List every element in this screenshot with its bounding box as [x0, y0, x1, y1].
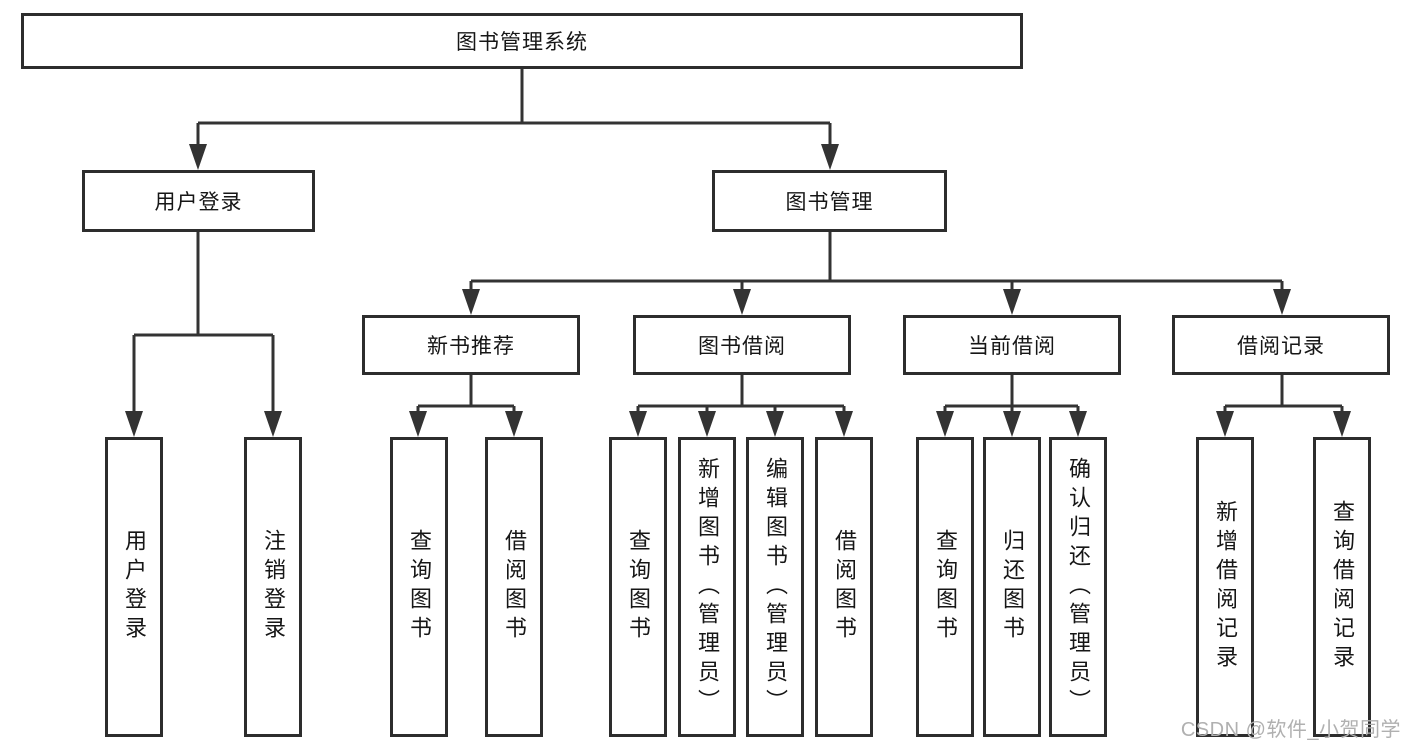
leaf-query-books-current: 查询图书: [916, 437, 974, 737]
node-new-book-recommendation: 新书推荐: [362, 315, 580, 375]
leaf-borrow-books-recommend: 借阅图书: [485, 437, 543, 737]
node-book-borrowing: 图书借阅: [633, 315, 851, 375]
leaf-return-book: 归还图书: [983, 437, 1041, 737]
leaf-borrow-books: 借阅图书: [815, 437, 873, 737]
leaf-add-book-admin: 新增图书（管理员）: [678, 437, 736, 737]
leaf-query-borrow-record: 查询借阅记录: [1313, 437, 1371, 737]
leaf-user-login: 用户登录: [105, 437, 163, 737]
leaf-edit-book-admin: 编辑图书（管理员）: [746, 437, 804, 737]
leaf-logout: 注销登录: [244, 437, 302, 737]
node-library-management-system: 图书管理系统: [21, 13, 1023, 69]
leaf-query-books-borrow: 查询图书: [609, 437, 667, 737]
csdn-watermark: CSDN @软件_小贺同学: [1180, 719, 1401, 741]
node-user-login: 用户登录: [82, 170, 315, 232]
node-book-management: 图书管理: [712, 170, 947, 232]
node-current-borrowing: 当前借阅: [903, 315, 1121, 375]
node-borrowing-records: 借阅记录: [1172, 315, 1390, 375]
leaf-confirm-return-admin: 确认归还（管理员）: [1049, 437, 1107, 737]
leaf-add-borrow-record: 新增借阅记录: [1196, 437, 1254, 737]
leaf-query-books-recommend: 查询图书: [390, 437, 448, 737]
